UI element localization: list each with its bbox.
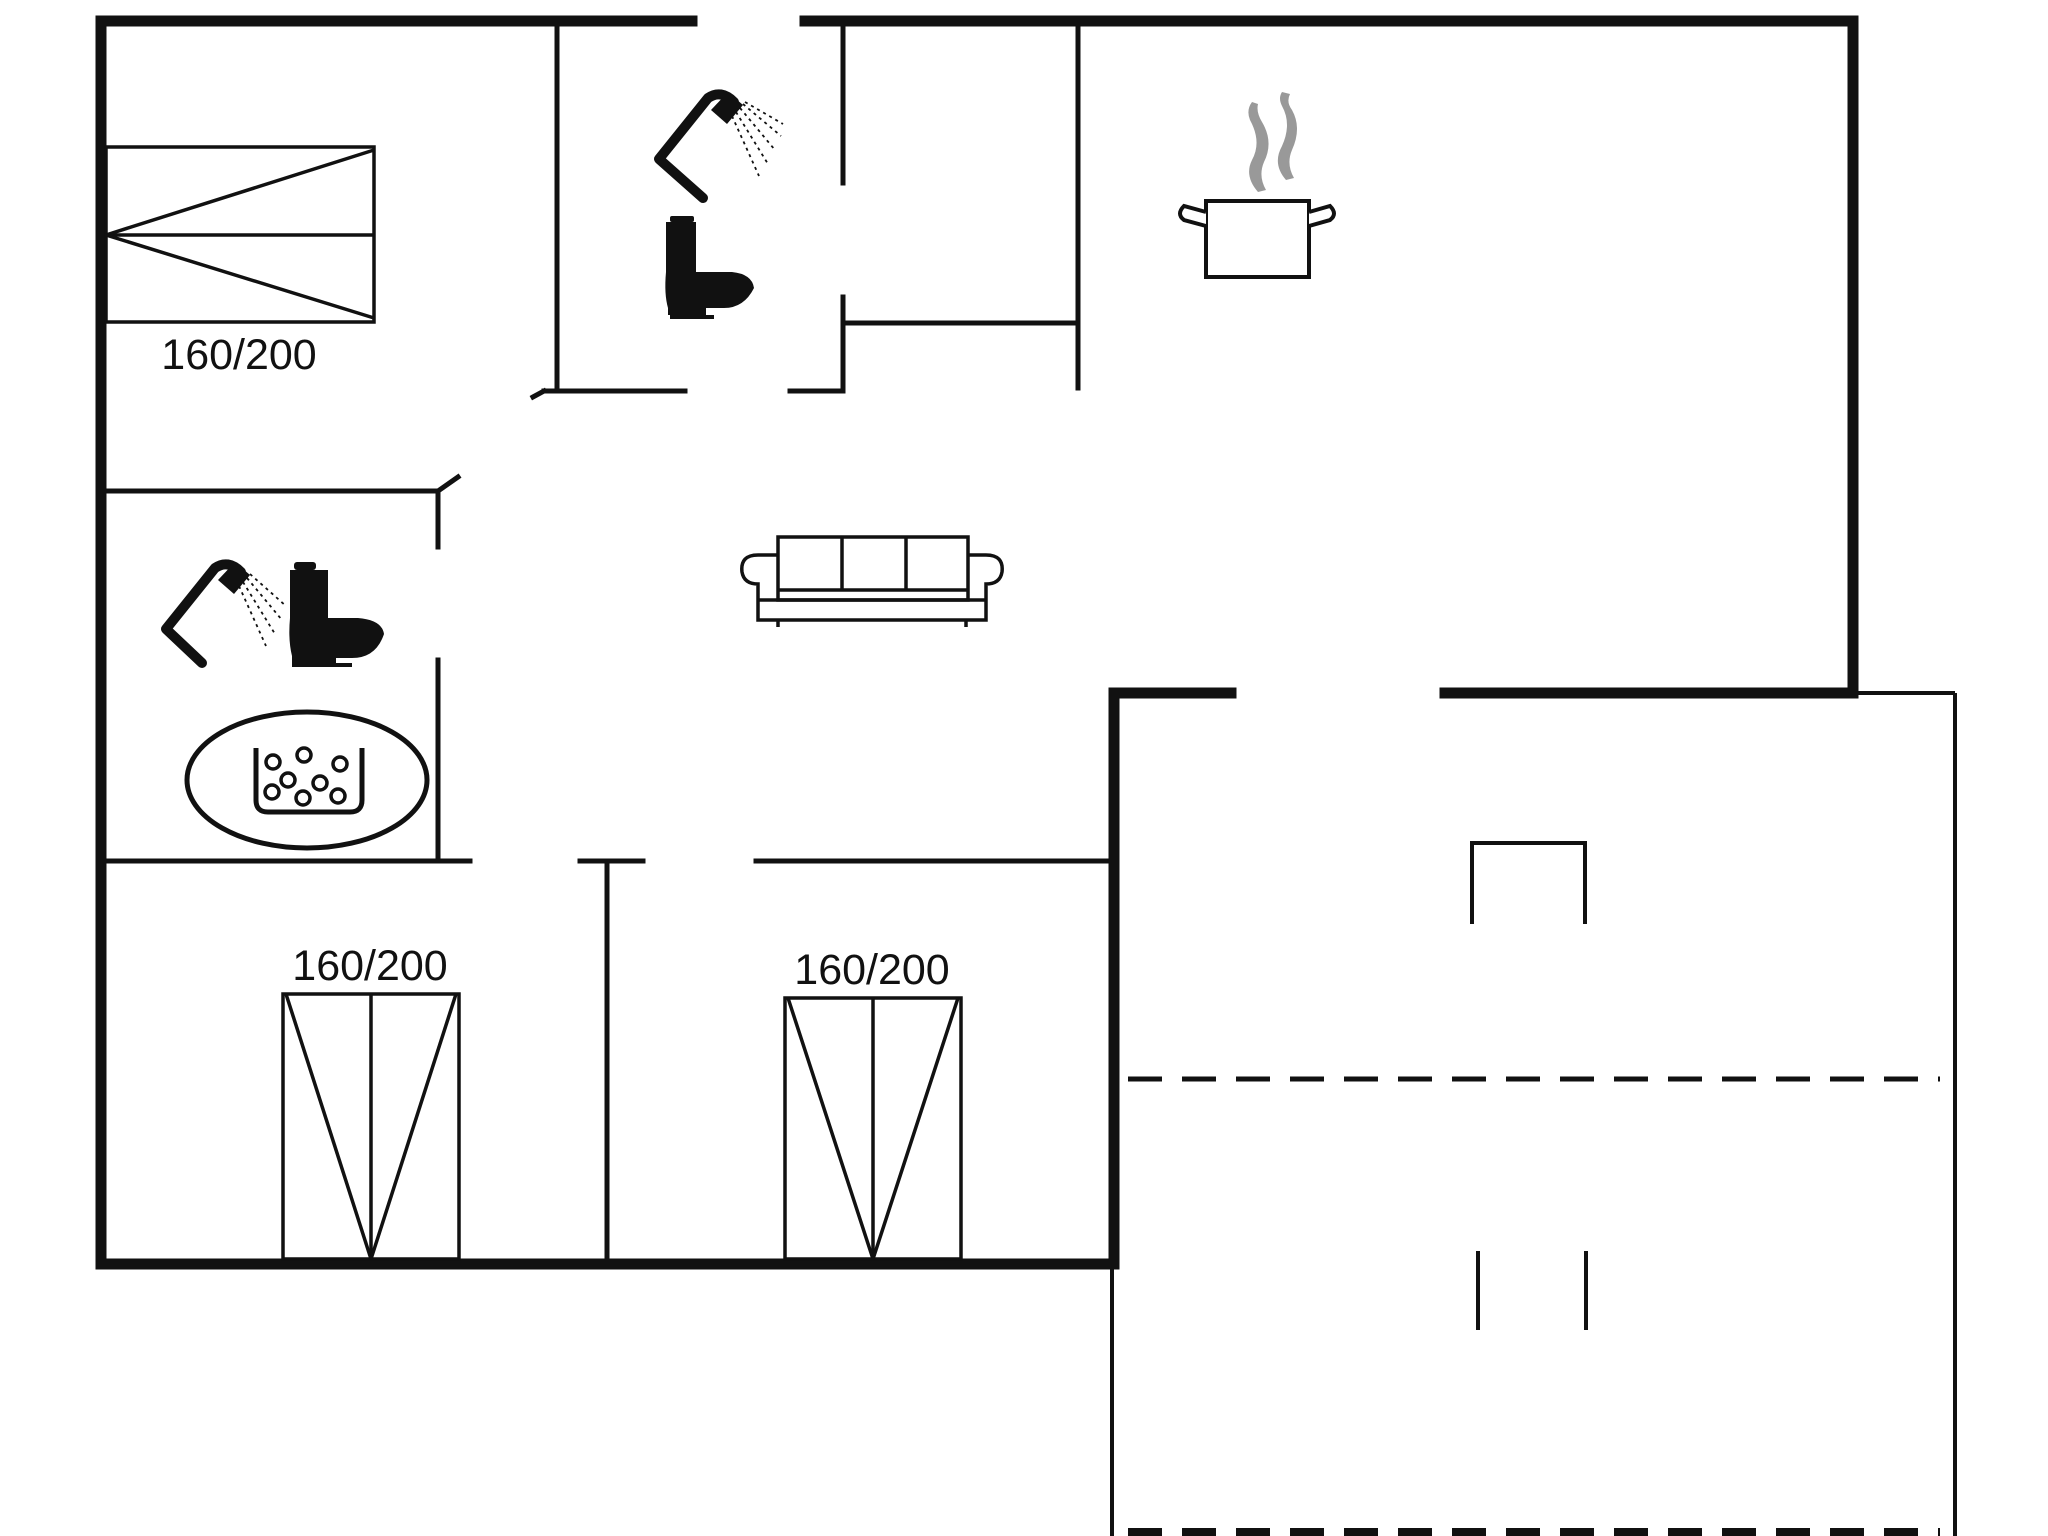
bed-size-label: 160/200 [292, 942, 447, 990]
exterior-walls [95, 15, 1859, 1270]
interior-walls [103, 23, 1112, 1262]
bed [281, 992, 461, 1261]
shower-icon [654, 89, 784, 203]
bed [783, 996, 963, 1261]
terrace [1110, 691, 1957, 1536]
toilet-icon [665, 216, 754, 319]
bed [104, 145, 376, 324]
kitchen-pot-icon [1178, 92, 1336, 279]
spa-bath-icon [184, 709, 430, 851]
bed-size-label: 160/200 [794, 946, 949, 994]
sofa-icon [740, 535, 1004, 627]
shower-icon [161, 559, 287, 668]
bed-size-label: 160/200 [161, 331, 316, 379]
toilet-icon [289, 562, 384, 667]
